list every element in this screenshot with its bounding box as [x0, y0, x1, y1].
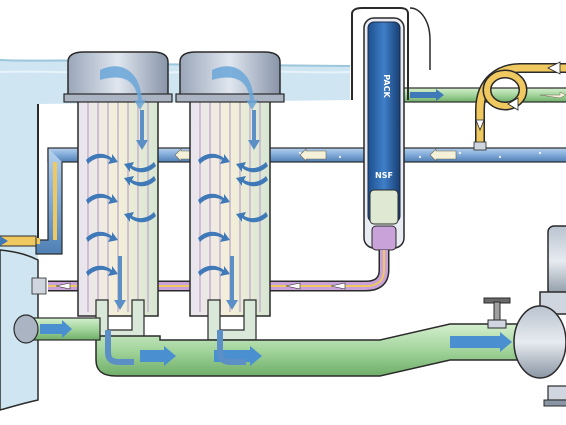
- filter-right-inlet-arrow: [212, 66, 258, 110]
- filter-right-flow-arrows: [198, 153, 268, 276]
- filter-right: [175, 51, 285, 341]
- chemical-dispenser: PACK NSF: [351, 7, 431, 251]
- heater-flow-arrow: [410, 89, 444, 101]
- dispenser-sub-label: NSF: [375, 171, 393, 180]
- suction-flow-arrows: [40, 320, 512, 366]
- valve: [483, 297, 511, 329]
- dispenser-label: PACK: [382, 74, 391, 98]
- suction-pipe: [13, 314, 521, 377]
- filter-left-inlet-arrow: [100, 66, 146, 110]
- chemical-feed-line: [31, 250, 390, 295]
- heater-coil: [399, 61, 566, 151]
- pump: [513, 225, 566, 407]
- pool-return-inlet: [0, 235, 37, 247]
- filter-left: [63, 51, 173, 341]
- filter-left-flow-arrows: [86, 153, 156, 276]
- return-flow-arrows: [174, 148, 457, 162]
